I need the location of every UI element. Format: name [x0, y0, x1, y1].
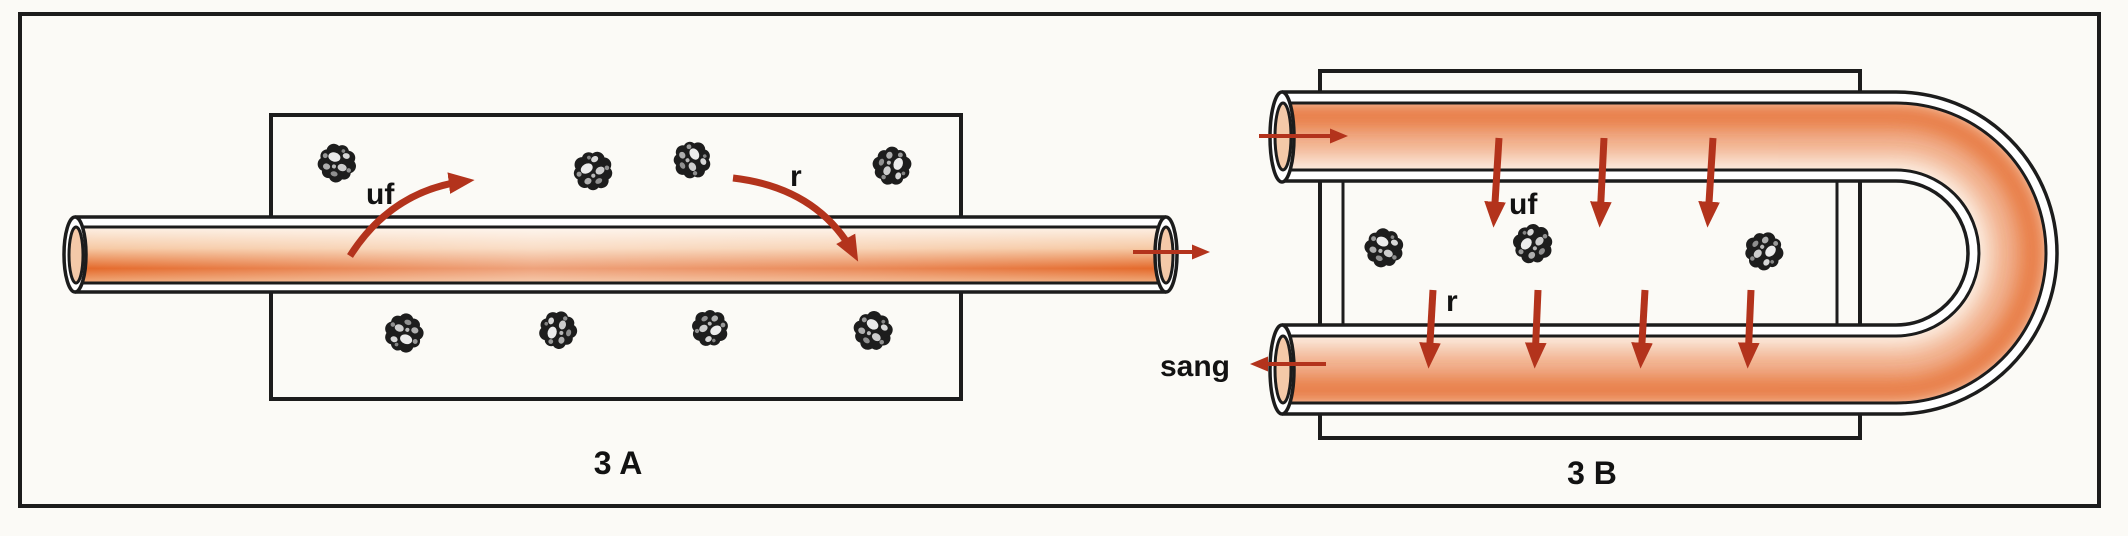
u-tube-outlet-lumen-opening: [1273, 334, 1293, 405]
ultrafiltration-arrow-3b: [1698, 137, 1720, 228]
u-tube-wall-fill: [1282, 92, 2057, 414]
r-label-3a: r: [790, 160, 802, 193]
u-tube-lumen-shading: [1282, 103, 2046, 403]
reabsorption-arrow-3a: [732, 174, 859, 262]
tube-lumen-sheen: [75, 227, 1166, 283]
panel-label-3a: 3 A: [594, 445, 643, 481]
tube-right-lumen-opening: [1157, 225, 1175, 285]
tissue-box-3b: [1318, 69, 1862, 440]
straight-tube-3a: [62, 215, 1179, 294]
ultrafiltration-arrow-3b: [1484, 137, 1506, 228]
lumen-shading-mid: [1282, 114, 2035, 392]
u-tube-lumen-inner-edge: [1282, 168, 1981, 338]
panel-3a: uf r 3 A: [62, 113, 1210, 481]
u-tube-lumen-outer-edge: [1282, 101, 2048, 405]
u-tube-3b: [1268, 90, 2059, 416]
tube-left-lumen-opening: [67, 225, 85, 285]
panel-3b: uf r sang 3 B: [1160, 69, 2059, 491]
u-tube-inner-wall: [1282, 179, 1970, 327]
outlet-label-sang: sang: [1160, 350, 1230, 383]
reabsorption-arrow-3b: [1737, 289, 1760, 369]
reabsorption-arrow-3b: [1419, 289, 1441, 369]
ultrafiltration-arrow-3a: [347, 172, 475, 258]
u-tube-outer-wall: [1282, 90, 2059, 416]
r-label-3b: r: [1446, 285, 1458, 318]
reabsorption-arrow-3b: [1631, 289, 1653, 369]
uf-label-3b: uf: [1509, 188, 1538, 221]
uf-label-3a: uf: [366, 178, 395, 211]
reabsorption-arrows-3b: [1419, 289, 1760, 369]
reabsorption-arrow-3b: [1524, 289, 1547, 369]
ultrafiltration-arrow-3b: [1590, 137, 1612, 228]
lumen-shading-outer: [1282, 103, 2046, 403]
ultrafiltration-arrows-3b: [1484, 137, 1720, 228]
panel-label-3b: 3 B: [1567, 455, 1617, 491]
